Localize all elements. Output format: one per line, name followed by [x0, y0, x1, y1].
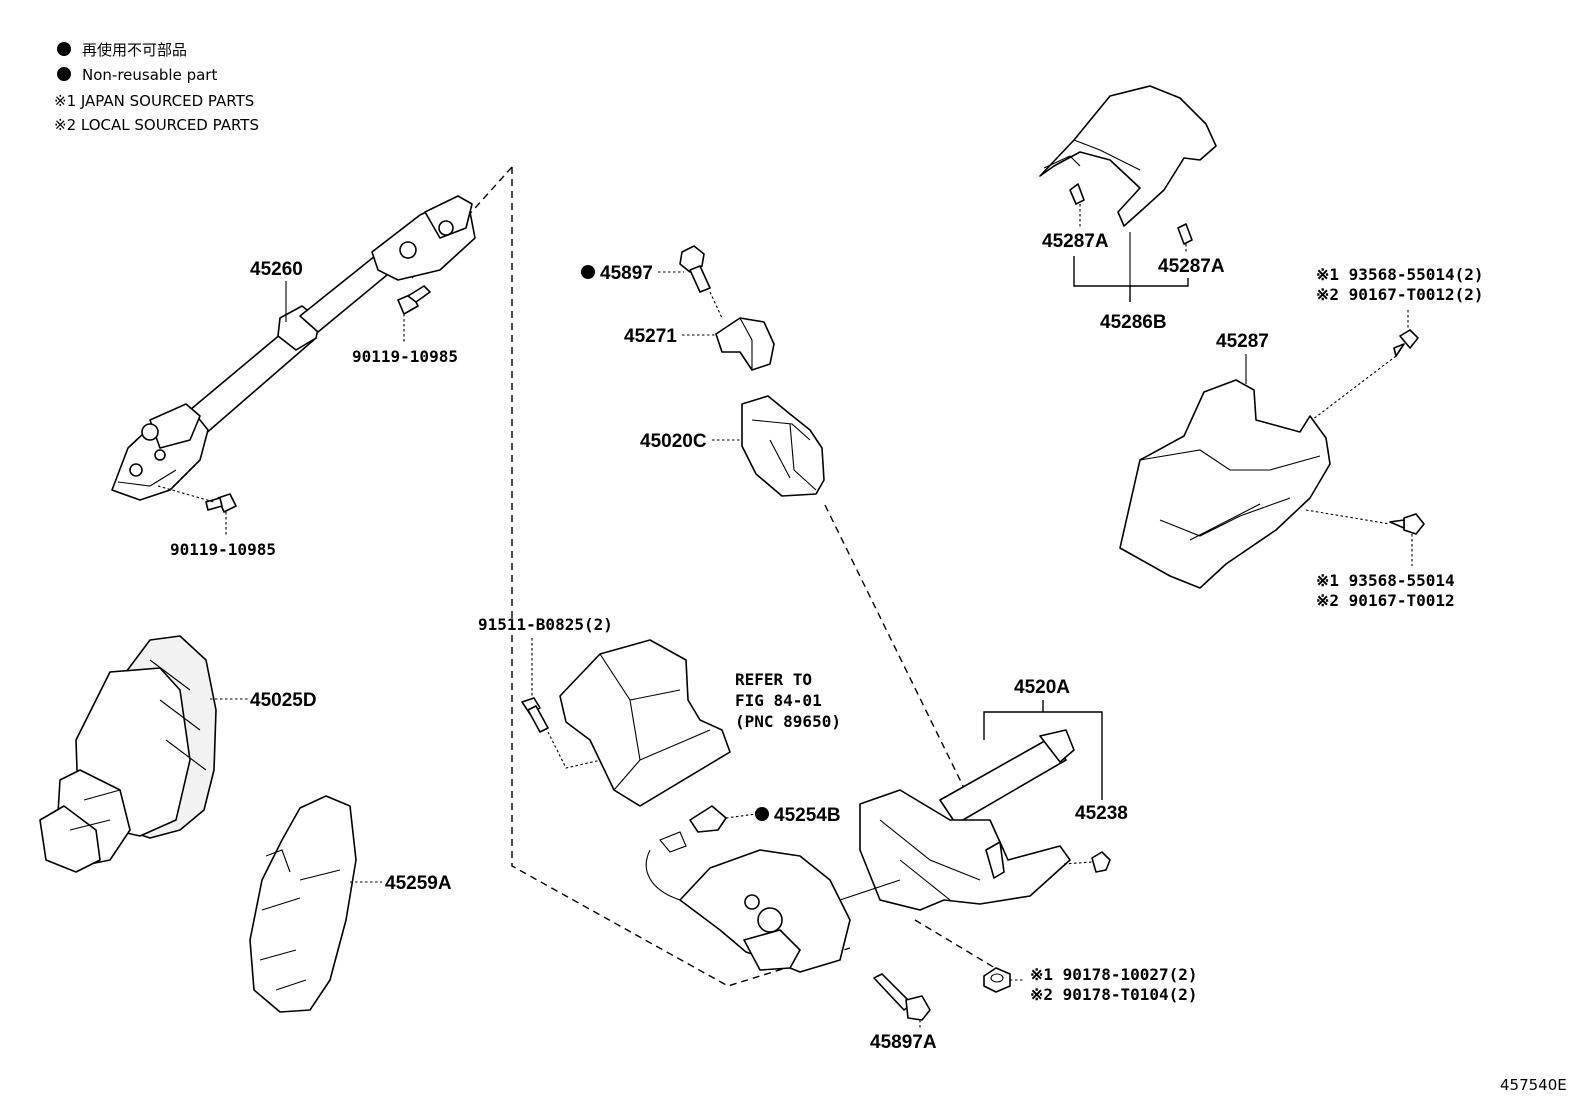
non-reusable-45897-icon	[581, 265, 595, 279]
column-hole-cover-45025D	[39, 635, 217, 873]
label-45897A: 45897A	[870, 1032, 937, 1053]
key-cylinder-clamp-45271	[715, 317, 775, 371]
bolt-45897A	[873, 973, 931, 1021]
upper-column-cover-45286B	[1039, 85, 1217, 227]
label-45259A: 45259A	[385, 873, 452, 894]
bolt-to-clamp-line	[709, 291, 723, 319]
eps-motor-assembly	[559, 639, 731, 807]
legend-non-reusable-en: Non-reusable part	[82, 66, 217, 84]
nut-reference-line	[914, 919, 996, 969]
label-4520A: 4520A	[1014, 677, 1070, 698]
label-45260: 45260	[250, 259, 303, 280]
lower-column-cover-45287	[1119, 379, 1331, 589]
label-45238: 45238	[1075, 803, 1128, 824]
label-93568-top: ※1 93568-55014(2)	[1316, 265, 1484, 284]
refer-note-line3: (PNC 89650)	[735, 712, 841, 731]
label-45287A-left: 45287A	[1042, 231, 1109, 252]
nut-45238	[1091, 851, 1111, 873]
bolt-90119-top	[397, 285, 431, 315]
switch-reference-line	[824, 504, 966, 791]
bolt-45897	[679, 245, 711, 293]
label-45020C: 45020C	[640, 431, 707, 452]
screw-93568-bottom	[1389, 513, 1425, 535]
label-45287A-right: 45287A	[1158, 256, 1225, 277]
label-45286B: 45286B	[1100, 312, 1167, 333]
refer-note-line2: FIG 84-01	[735, 691, 822, 710]
figure-id: 457540E	[1500, 1076, 1567, 1094]
steering-column-4520A	[645, 729, 1075, 973]
label-45287: 45287	[1216, 331, 1269, 352]
leader-45254B	[725, 813, 757, 819]
legend-note-local: ※2 LOCAL SOURCED PARTS	[54, 116, 259, 134]
screw-93568-top	[1393, 329, 1419, 357]
screw-to-cover-line-top	[1311, 355, 1397, 421]
intermediate-shaft-45260	[111, 195, 476, 501]
refer-note-line1: REFER TO	[735, 670, 812, 689]
steering-lock-45020C	[741, 395, 825, 497]
boot-bracket-45259A	[249, 795, 357, 1013]
bolt-90119-bottom	[205, 493, 237, 513]
label-45254B: 45254B	[774, 805, 841, 826]
label-45897: 45897	[600, 263, 653, 284]
label-90167-bottom: ※2 90167-T0012	[1316, 591, 1455, 610]
legend-note-japan: ※1 JAPAN SOURCED PARTS	[54, 92, 254, 110]
non-reusable-bullet-icon	[57, 67, 71, 81]
label-45025D: 45025D	[250, 690, 317, 711]
non-reusable-bullet-icon	[57, 42, 71, 56]
label-93568-bottom: ※1 93568-55014	[1316, 571, 1455, 590]
bolt-to-motor-line	[547, 731, 611, 769]
legend: 再使用不可部品 Non-reusable part ※1 JAPAN SOURC…	[54, 41, 259, 134]
label-91511: 91511-B0825(2)	[478, 615, 613, 634]
nut-90178	[983, 967, 1011, 993]
label-45271: 45271	[624, 326, 677, 347]
label-90178-jp: ※1 90178-10027(2)	[1030, 965, 1198, 984]
clip-45287A-right	[1177, 223, 1193, 245]
screw-to-cover-line-bottom	[1305, 509, 1391, 525]
legend-non-reusable-jp: 再使用不可部品	[82, 41, 187, 59]
bracket-45286B	[1073, 256, 1189, 287]
clip-45254B	[689, 805, 727, 833]
label-90167-top: ※2 90167-T0012(2)	[1316, 285, 1484, 304]
bolt-91511	[521, 697, 549, 733]
label-90119-top: 90119-10985	[352, 347, 458, 366]
label-90178-local: ※2 90178-T0104(2)	[1030, 985, 1198, 1004]
label-90119-bottom: 90119-10985	[170, 540, 276, 559]
non-reusable-45254B-icon	[755, 807, 769, 821]
clip-45287A-left	[1069, 183, 1085, 205]
